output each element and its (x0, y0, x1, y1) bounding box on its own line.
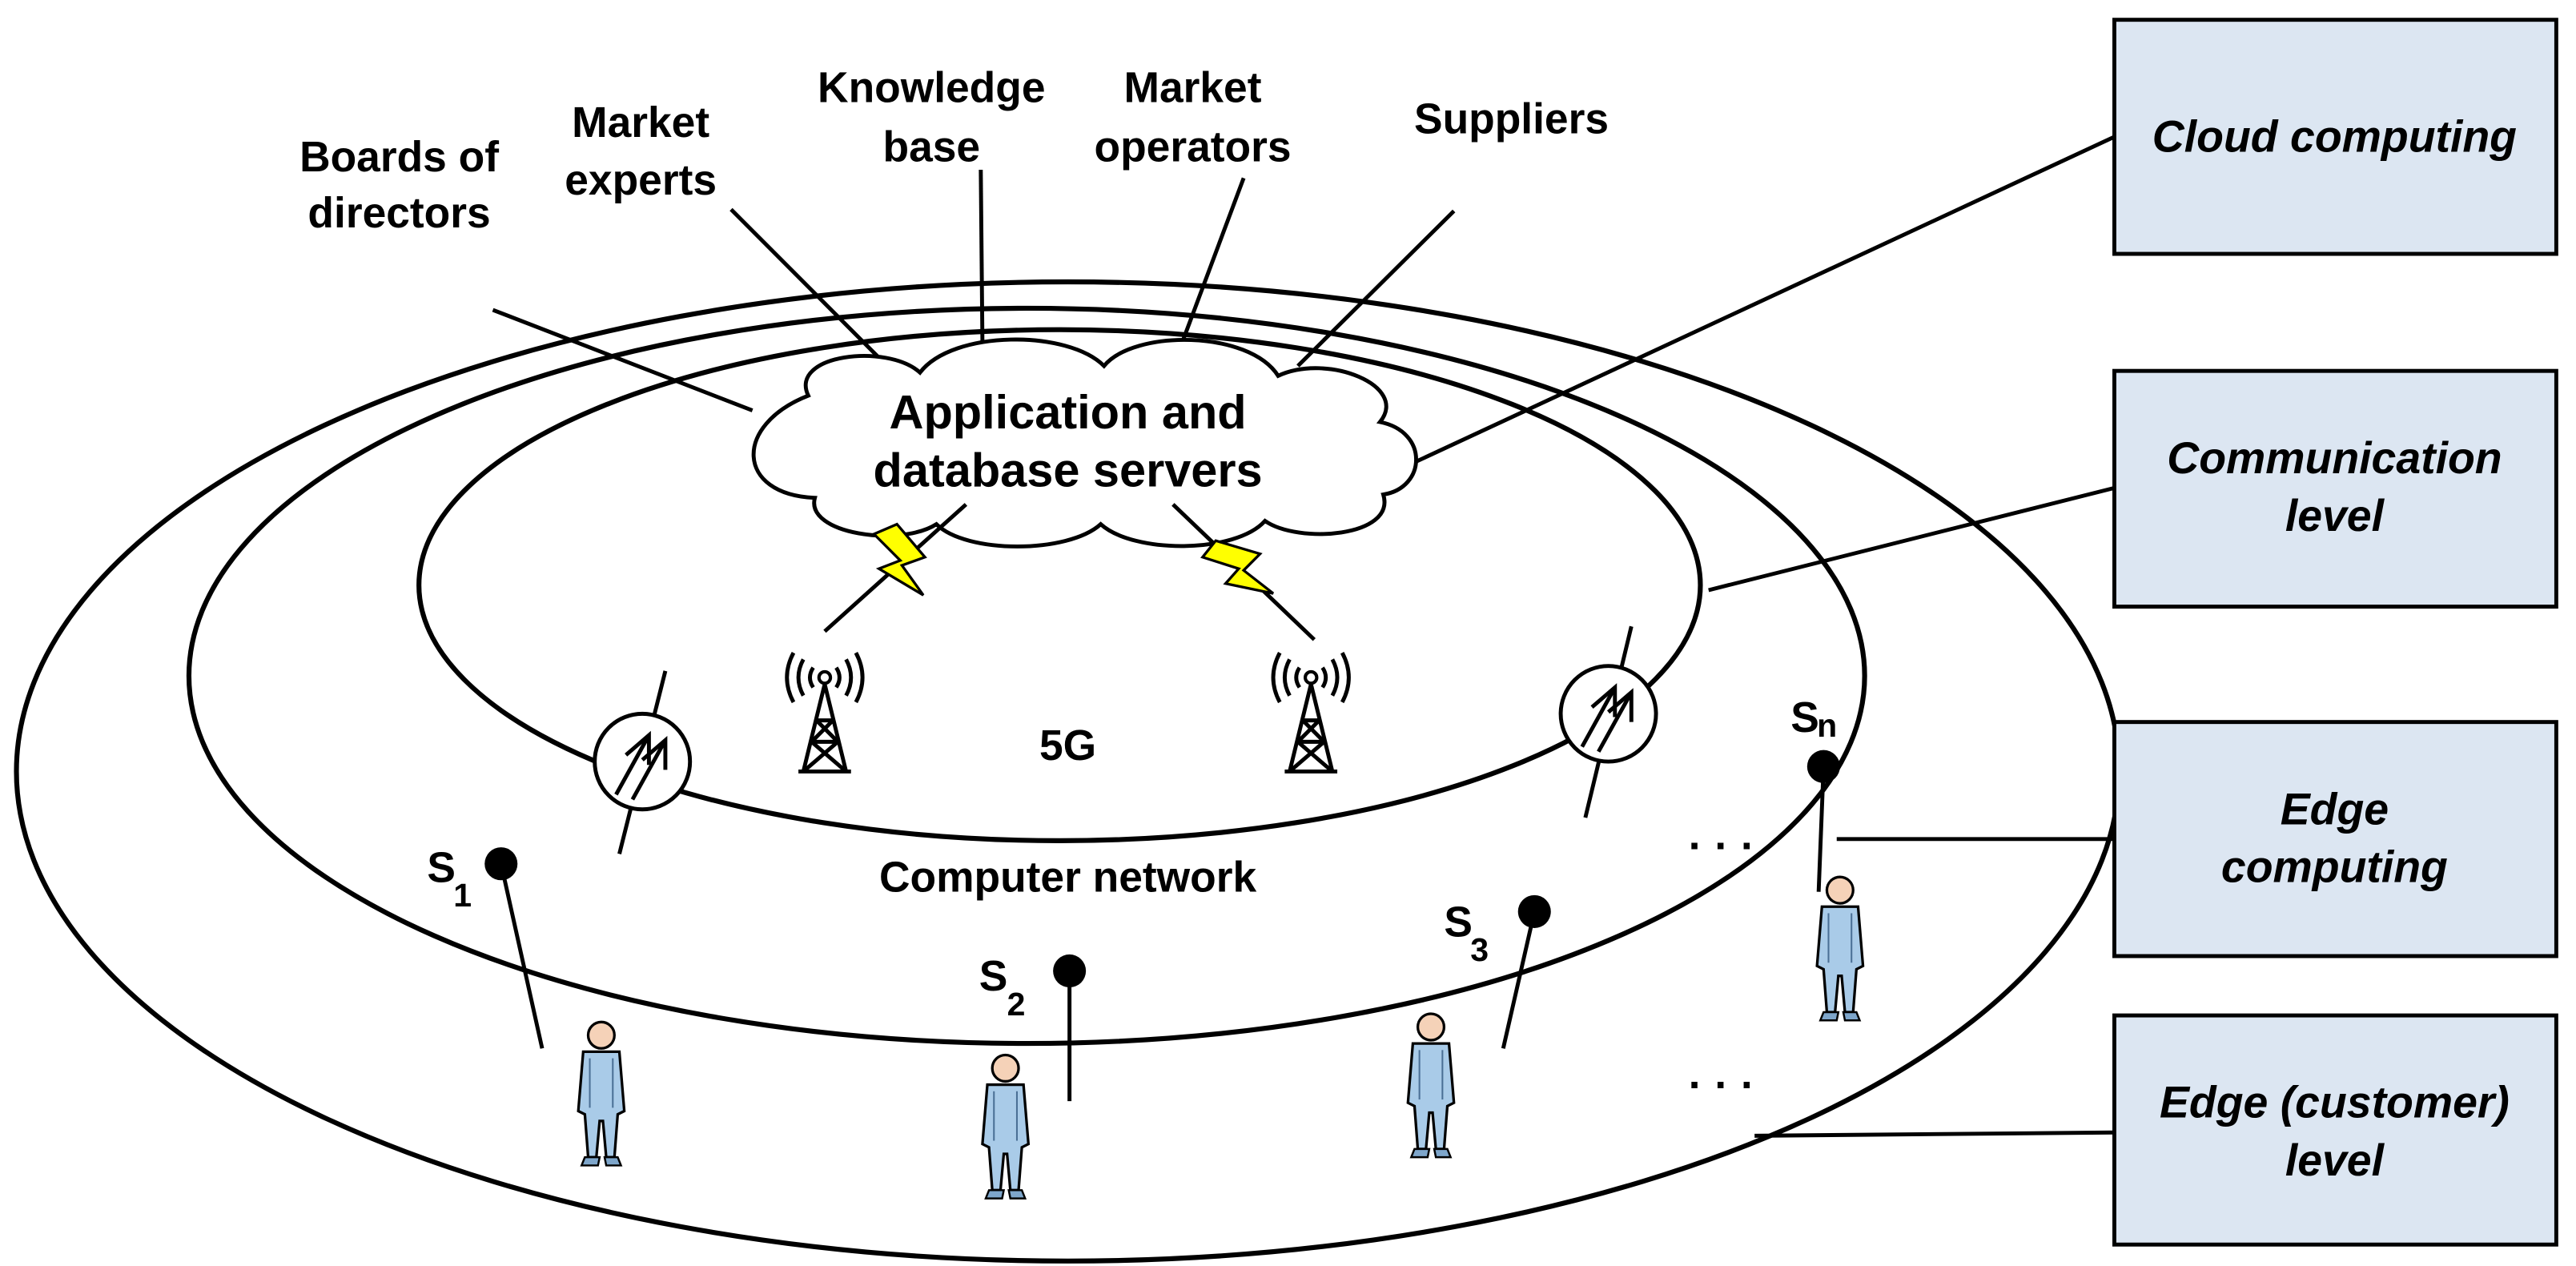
svg-text:S: S (979, 953, 1008, 1000)
person-2-icon (981, 1053, 1030, 1200)
lightning-bolt-right-icon (1200, 539, 1275, 595)
svg-text:Edge: Edge (2281, 784, 2389, 834)
label-knowledge-base-2: base (883, 124, 981, 171)
router-left-icon (595, 713, 690, 809)
label-suppliers: Suppliers (1414, 96, 1609, 143)
router-right-icon (1561, 666, 1656, 762)
svg-text:1: 1 (453, 877, 472, 914)
person-1-icon (577, 1020, 626, 1168)
level-box-edge-computing: Edge computing (2112, 720, 2558, 959)
label-5g: 5G (1039, 722, 1096, 770)
level-box-cloud-computing: Cloud computing (2112, 18, 2558, 256)
svg-text:Cloud computing: Cloud computing (2152, 111, 2517, 161)
svg-text:level: level (2285, 1135, 2385, 1185)
label-boards-of-directors-1: Boards of (299, 134, 499, 181)
label-market-operators-2: operators (1095, 124, 1292, 171)
operators-leader-line (1177, 177, 1246, 351)
sensor-s3: S 3 (1444, 894, 1551, 1049)
cloud-label-line-1: Application and (890, 385, 1247, 439)
svg-text:Edge (customer): Edge (customer) (2160, 1078, 2510, 1127)
communication-level-leader-line (1708, 485, 2116, 593)
person-n-icon (1815, 875, 1865, 1022)
label-computer-network: Computer network (879, 854, 1256, 902)
sensor-sn: S n (1790, 694, 1840, 892)
knowledge-leader-line (979, 170, 985, 344)
lightning-bolt-left-icon (871, 522, 927, 597)
sensor-s2: S 2 (979, 953, 1087, 1102)
label-market-experts-1: Market (572, 99, 709, 147)
communication-ring (416, 327, 1703, 843)
label-boards-of-directors-2: directors (307, 190, 490, 237)
person-3-icon (1406, 1012, 1456, 1159)
ellipsis-edge-computing: · · · (1689, 823, 1755, 870)
cloud-level-leader-line (1415, 135, 2116, 464)
experts-leader-line (729, 207, 889, 368)
svg-text:computing: computing (2221, 842, 2448, 891)
cloud-label-line-2: database servers (874, 443, 1263, 496)
svg-text:S: S (427, 844, 456, 891)
boards-leader-line (492, 307, 754, 412)
edge-customer-leader-line (1754, 1130, 2115, 1138)
sensor-s1: S 1 (427, 844, 545, 1049)
ellipsis-edge-customer: · · · (1689, 1062, 1755, 1109)
svg-text:S: S (1444, 898, 1473, 946)
application-cloud: Application and database servers (751, 337, 1418, 549)
svg-text:Communication: Communication (2167, 433, 2502, 483)
svg-text:n: n (1817, 707, 1837, 744)
label-market-operators-1: Market (1124, 65, 1262, 112)
level-box-edge-customer: Edge (customer) level (2112, 1013, 2558, 1247)
label-market-experts-2: experts (565, 157, 717, 204)
antenna-tower-right-icon (1273, 653, 1348, 771)
edge-computing-ring (186, 305, 1867, 1047)
svg-text:2: 2 (1007, 986, 1026, 1023)
svg-text:level: level (2285, 491, 2385, 541)
level-box-communication: Communication level (2112, 368, 2558, 609)
antenna-tower-left-icon (787, 653, 862, 771)
svg-text:S: S (1790, 694, 1819, 742)
suppliers-leader-line (1296, 209, 1456, 368)
label-knowledge-base-1: Knowledge (818, 65, 1045, 112)
svg-text:3: 3 (1470, 931, 1489, 968)
